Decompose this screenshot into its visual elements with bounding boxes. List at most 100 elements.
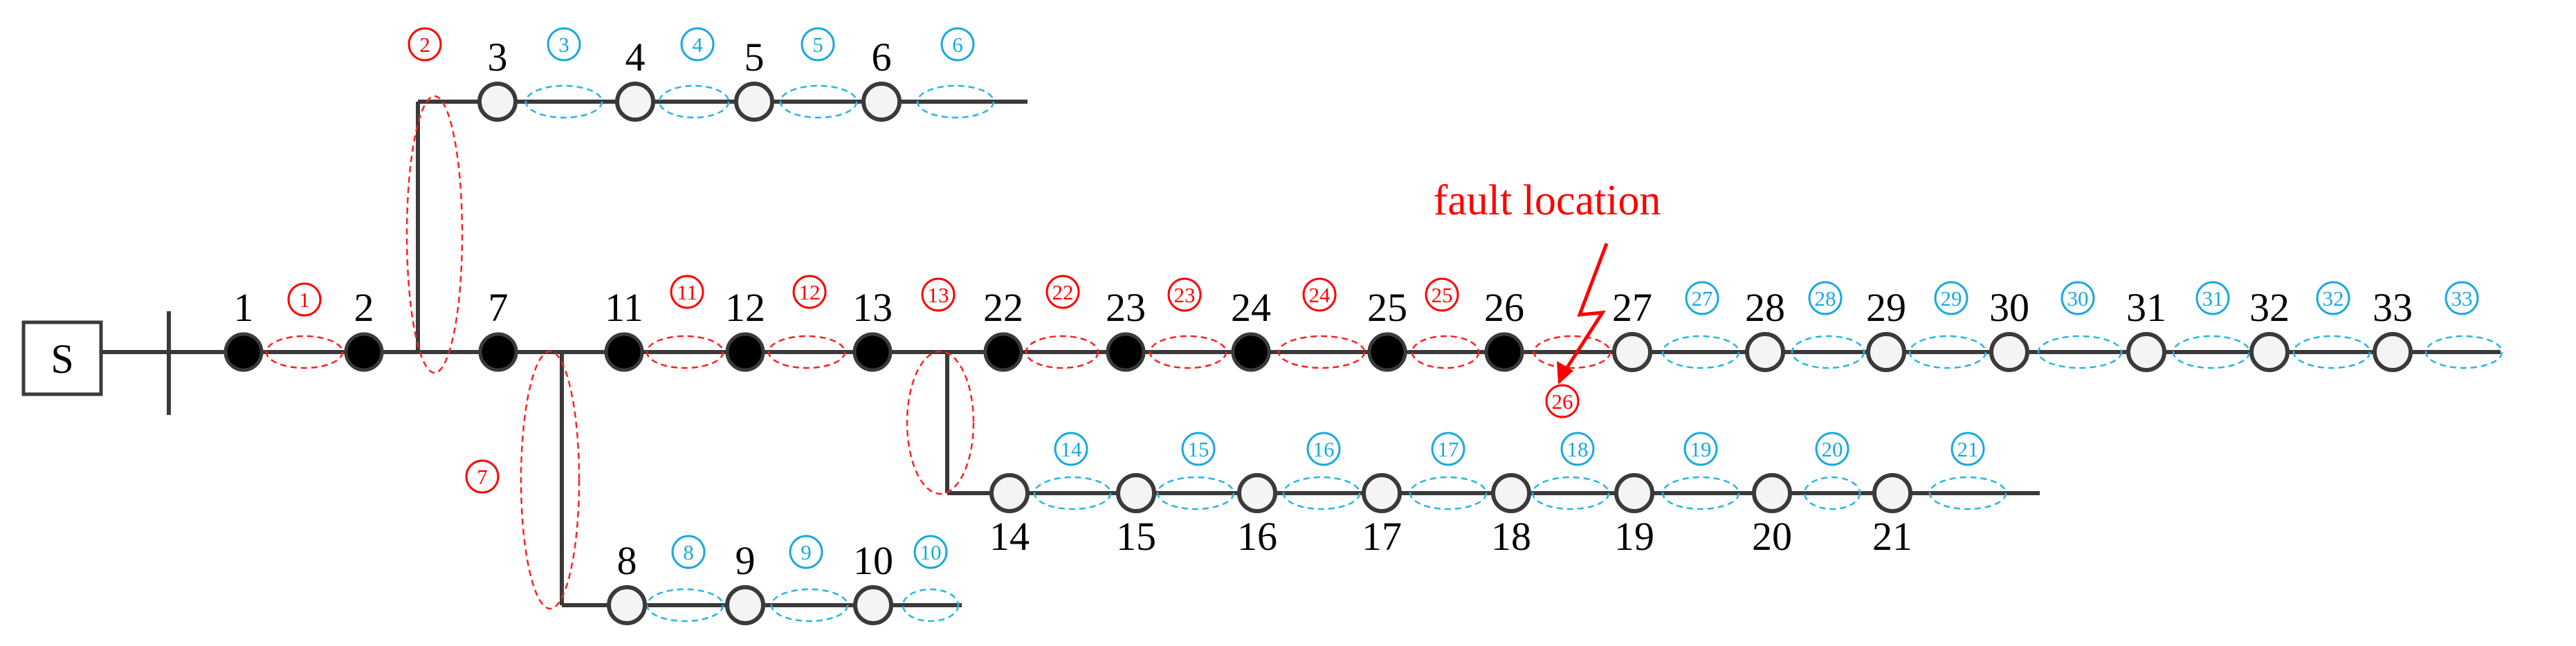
node-circle [1872, 473, 1912, 513]
section-id-label: 29 [1941, 286, 1962, 311]
node-label: 6 [872, 35, 892, 80]
node-label: 27 [1612, 285, 1652, 330]
node-label: 23 [1106, 285, 1146, 330]
node-circle [344, 332, 384, 372]
node-label: 7 [488, 285, 509, 330]
section-id-label: 20 [1822, 437, 1843, 461]
fault-marker: fault location [1434, 177, 1661, 385]
node-1: 1 [223, 285, 264, 372]
section-id-circle [1425, 277, 1459, 312]
section-id-circle [671, 535, 706, 569]
section-id-label: 1 [299, 288, 310, 312]
node-19: 19 [1614, 473, 1654, 559]
node-31: 31 [2126, 285, 2166, 372]
node-14: 14 [989, 473, 1030, 559]
source-label: S [51, 336, 73, 382]
node-label: 10 [853, 538, 893, 583]
section-id-circle [940, 27, 975, 62]
section-ellipse-3 [524, 84, 603, 119]
section-id-label: 25 [1432, 283, 1453, 307]
section-id-label: 3 [558, 33, 569, 57]
node-label: 17 [1362, 514, 1402, 559]
section-ellipse-11 [646, 335, 724, 369]
section-id-label: 33 [2451, 286, 2473, 311]
section-id-circle [789, 535, 823, 569]
node-3: 3 [477, 35, 518, 122]
node-circle [1612, 332, 1652, 372]
node-10: 10 [853, 538, 893, 625]
section-id-circle [2195, 281, 2230, 315]
node-label: 20 [1752, 514, 1792, 559]
node-24: 24 [1231, 285, 1271, 372]
section-id-9: 9 [789, 535, 823, 569]
node-circle [1484, 332, 1524, 372]
node-circle [1866, 332, 1906, 372]
node-17: 17 [1362, 473, 1402, 559]
node-label: 12 [725, 285, 765, 330]
section-id-13: 13 [921, 277, 956, 312]
node-label: 3 [488, 35, 508, 80]
node-2: 2 [344, 285, 384, 372]
node-label: 8 [617, 538, 637, 583]
section-id-circle [547, 27, 581, 62]
node-15: 15 [1116, 473, 1156, 559]
node-circle [478, 332, 518, 372]
section-id-label: 28 [1815, 286, 1836, 311]
node-9: 9 [725, 538, 765, 625]
section-id-circle [670, 275, 704, 309]
section-id-circle [1934, 281, 1968, 315]
section-id-circle [1167, 277, 1202, 312]
section-ellipse-23 [1149, 335, 1227, 369]
node-label: 30 [1989, 285, 2029, 330]
node-circle [983, 332, 1023, 372]
node-30: 30 [1989, 285, 2029, 372]
node-circle [725, 332, 765, 372]
section-id-7: 7 [465, 459, 500, 494]
node-18: 18 [1491, 473, 1531, 559]
node-label: 5 [745, 35, 765, 80]
section-id-8: 8 [671, 535, 706, 569]
section-id-label: 12 [799, 280, 821, 304]
source-box [21, 320, 103, 396]
section-ellipse-16 [1282, 476, 1361, 510]
section-id-1: 1 [287, 282, 322, 317]
node-circle [1231, 332, 1271, 372]
section-id-19: 19 [1683, 432, 1718, 466]
section-ellipse-10 [902, 588, 960, 622]
node-circle [1614, 473, 1654, 513]
section-id-circle [1302, 277, 1337, 312]
section-id-29: 29 [1934, 281, 1968, 315]
section-id-label: 18 [1567, 437, 1589, 461]
section-id-circle [921, 277, 956, 312]
node-label: 28 [1745, 285, 1785, 330]
node-29: 29 [1866, 285, 1906, 372]
fault-bolt-icon [1563, 243, 1609, 372]
node-4: 4 [615, 35, 655, 122]
node-16: 16 [1237, 473, 1277, 559]
section-ellipse-26 [1533, 335, 1611, 369]
section-ellipse-33 [2424, 335, 2503, 369]
node-label: 21 [1872, 514, 1912, 559]
section-id-10: 10 [913, 535, 948, 569]
node-circle [607, 585, 647, 625]
section-id-12: 12 [792, 275, 827, 309]
section-id-label: 4 [692, 33, 703, 57]
node-label: 29 [1866, 285, 1906, 330]
section-id-label: 2 [419, 33, 430, 57]
section-id-label: 11 [677, 280, 697, 304]
node-label: 11 [605, 285, 643, 330]
node-label: 18 [1491, 514, 1531, 559]
section-id-18: 18 [1560, 432, 1595, 466]
section-ellipse-22 [1025, 335, 1099, 369]
node-21: 21 [1872, 473, 1912, 559]
node-circle [2126, 332, 2166, 372]
fault-location-label: fault location [1434, 177, 1661, 224]
node-label: 1 [234, 285, 254, 330]
section-ellipse-2 [405, 95, 464, 374]
node-22: 22 [983, 285, 1023, 372]
node-28: 28 [1745, 285, 1785, 372]
section-id-circle [465, 459, 500, 494]
section-ellipse-24 [1277, 335, 1366, 369]
